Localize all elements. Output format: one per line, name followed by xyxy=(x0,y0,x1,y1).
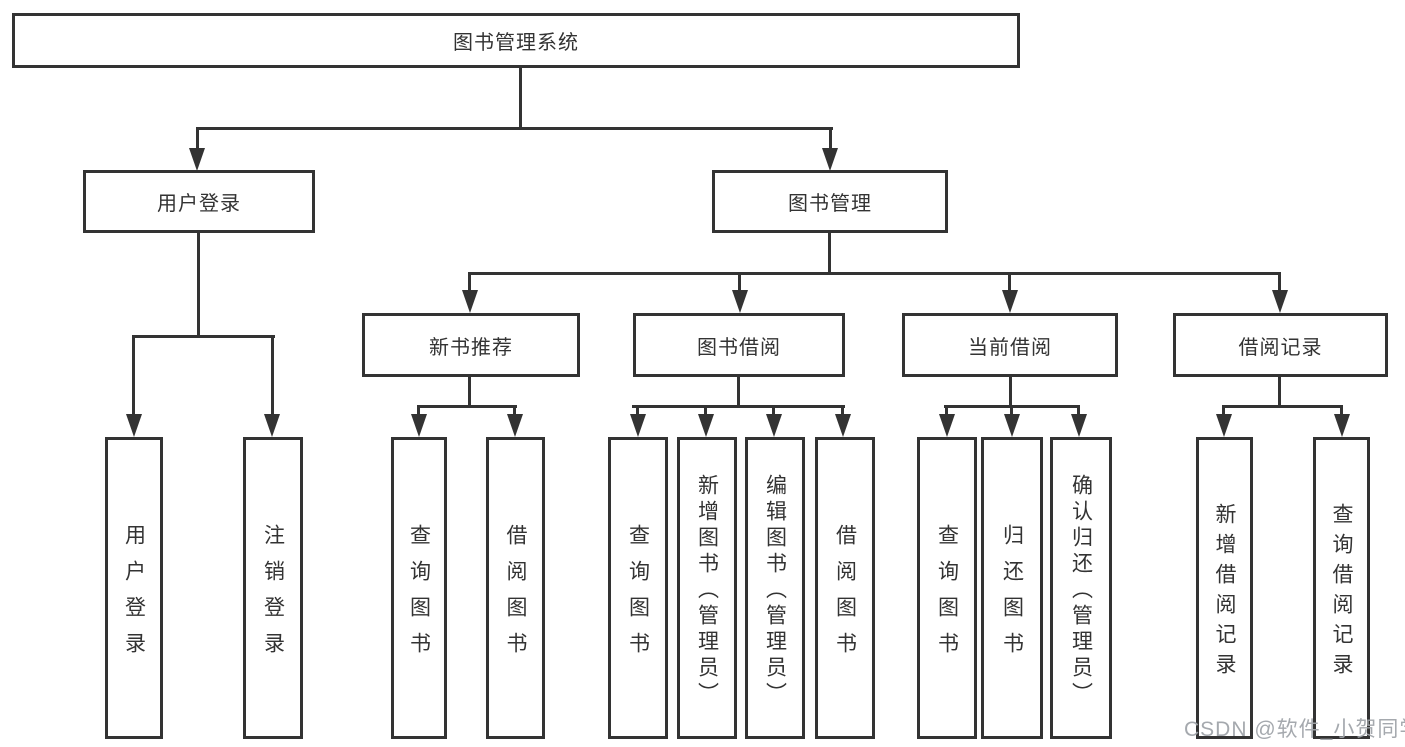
node-label: 图书管理 xyxy=(788,193,872,215)
arrow-down-icon xyxy=(822,148,838,171)
leaf-label: 用户登录 xyxy=(122,523,146,668)
leaf-label: 借阅图书 xyxy=(504,523,527,668)
node-new-book-recommend: 新书推荐 xyxy=(362,313,580,377)
csdn-watermark: CSDN @软件_小贺同学 xyxy=(1184,718,1405,741)
leaf-user-login: 用户登录 xyxy=(105,437,163,739)
connector-line xyxy=(271,335,274,415)
node-label: 图书管理系统 xyxy=(453,32,579,54)
leaf-query-borrow-record: 查询借阅记录 xyxy=(1313,437,1370,739)
leaf-label: 新增借阅记录 xyxy=(1213,502,1236,683)
leaf-query-books-current: 查询图书 xyxy=(917,437,977,739)
arrow-down-icon xyxy=(126,414,142,437)
arrow-down-icon xyxy=(939,414,955,437)
leaf-query-books-borrow: 查询图书 xyxy=(608,437,668,739)
arrow-down-icon xyxy=(1334,414,1350,437)
connector-line xyxy=(1008,272,1011,292)
connector-line xyxy=(841,405,844,417)
arrow-down-icon xyxy=(698,414,714,437)
arrow-down-icon xyxy=(411,414,427,437)
connector-line xyxy=(829,127,832,151)
arrow-down-icon xyxy=(462,290,478,313)
arrow-down-icon xyxy=(1216,414,1232,437)
node-current-borrowing: 当前借阅 xyxy=(902,313,1118,377)
connector-line xyxy=(513,405,516,417)
node-book-management: 图书管理 xyxy=(712,170,948,233)
leaf-logout: 注销登录 xyxy=(243,437,303,739)
connector-line xyxy=(519,68,522,130)
connector-line xyxy=(468,272,471,292)
connector-line xyxy=(828,233,831,274)
arrow-down-icon xyxy=(732,290,748,313)
leaf-label: 编辑图书（管理员） xyxy=(763,473,787,708)
leaf-label: 查询图书 xyxy=(626,523,650,668)
leaf-label: 归还图书 xyxy=(1000,523,1024,668)
connector-line xyxy=(704,405,707,417)
connector-line xyxy=(468,377,471,407)
leaf-label: 借阅图书 xyxy=(833,523,857,668)
node-library-management-system: 图书管理系统 xyxy=(12,13,1020,68)
arrow-down-icon xyxy=(1004,414,1020,437)
connector-line xyxy=(737,377,740,407)
connector-line xyxy=(1278,377,1281,407)
leaf-edit-book-admin: 编辑图书（管理员） xyxy=(745,437,805,739)
node-label: 用户登录 xyxy=(157,193,241,215)
arrow-down-icon xyxy=(264,414,280,437)
arrow-down-icon xyxy=(766,414,782,437)
arrow-down-icon xyxy=(835,414,851,437)
connector-line xyxy=(1009,377,1012,407)
leaf-borrow-books: 借阅图书 xyxy=(815,437,875,739)
connector-line xyxy=(197,233,200,337)
leaf-label: 确认归还（管理员） xyxy=(1069,473,1093,708)
leaf-label: 查询图书 xyxy=(407,523,431,668)
node-label: 新书推荐 xyxy=(429,336,513,359)
node-book-borrowing: 图书借阅 xyxy=(633,313,845,377)
connector-line xyxy=(945,405,948,417)
connector-line xyxy=(772,405,775,417)
leaf-label: 查询图书 xyxy=(935,523,959,668)
connector-line xyxy=(1278,272,1281,292)
connector-line xyxy=(417,405,420,417)
leaf-add-borrow-record: 新增借阅记录 xyxy=(1196,437,1253,739)
node-label: 图书借阅 xyxy=(697,336,781,359)
leaf-label: 注销登录 xyxy=(261,523,285,668)
arrow-down-icon xyxy=(630,414,646,437)
leaf-confirm-return-admin: 确认归还（管理员） xyxy=(1050,437,1112,739)
connector-line xyxy=(636,405,639,417)
node-user-login: 用户登录 xyxy=(83,170,315,233)
arrow-down-icon xyxy=(189,148,205,171)
node-borrow-records: 借阅记录 xyxy=(1173,313,1388,377)
arrow-down-icon xyxy=(1002,290,1018,313)
arrow-down-icon xyxy=(1071,414,1087,437)
leaf-label: 查询借阅记录 xyxy=(1330,502,1353,683)
leaf-add-book-admin: 新增图书（管理员） xyxy=(677,437,737,739)
connector-line xyxy=(1077,405,1080,417)
connector-line xyxy=(1222,405,1225,417)
connector-line xyxy=(132,335,275,338)
leaf-borrow-books-recommend: 借阅图书 xyxy=(486,437,545,739)
node-label: 借阅记录 xyxy=(1238,336,1323,359)
connector-line xyxy=(468,272,1281,275)
connector-line xyxy=(1222,405,1343,408)
connector-line xyxy=(738,272,741,292)
arrow-down-icon xyxy=(507,414,523,437)
connector-line xyxy=(196,127,199,151)
connector-line xyxy=(417,405,517,408)
connector-line xyxy=(1340,405,1343,417)
connector-line xyxy=(1010,405,1013,417)
connector-line xyxy=(132,335,135,415)
leaf-query-books-recommend: 查询图书 xyxy=(391,437,447,739)
connector-line xyxy=(632,405,845,408)
node-label: 当前借阅 xyxy=(968,336,1052,359)
connector-line xyxy=(196,127,833,130)
leaf-label: 新增图书（管理员） xyxy=(695,473,719,708)
leaf-return-books: 归还图书 xyxy=(981,437,1043,739)
arrow-down-icon xyxy=(1272,290,1288,313)
